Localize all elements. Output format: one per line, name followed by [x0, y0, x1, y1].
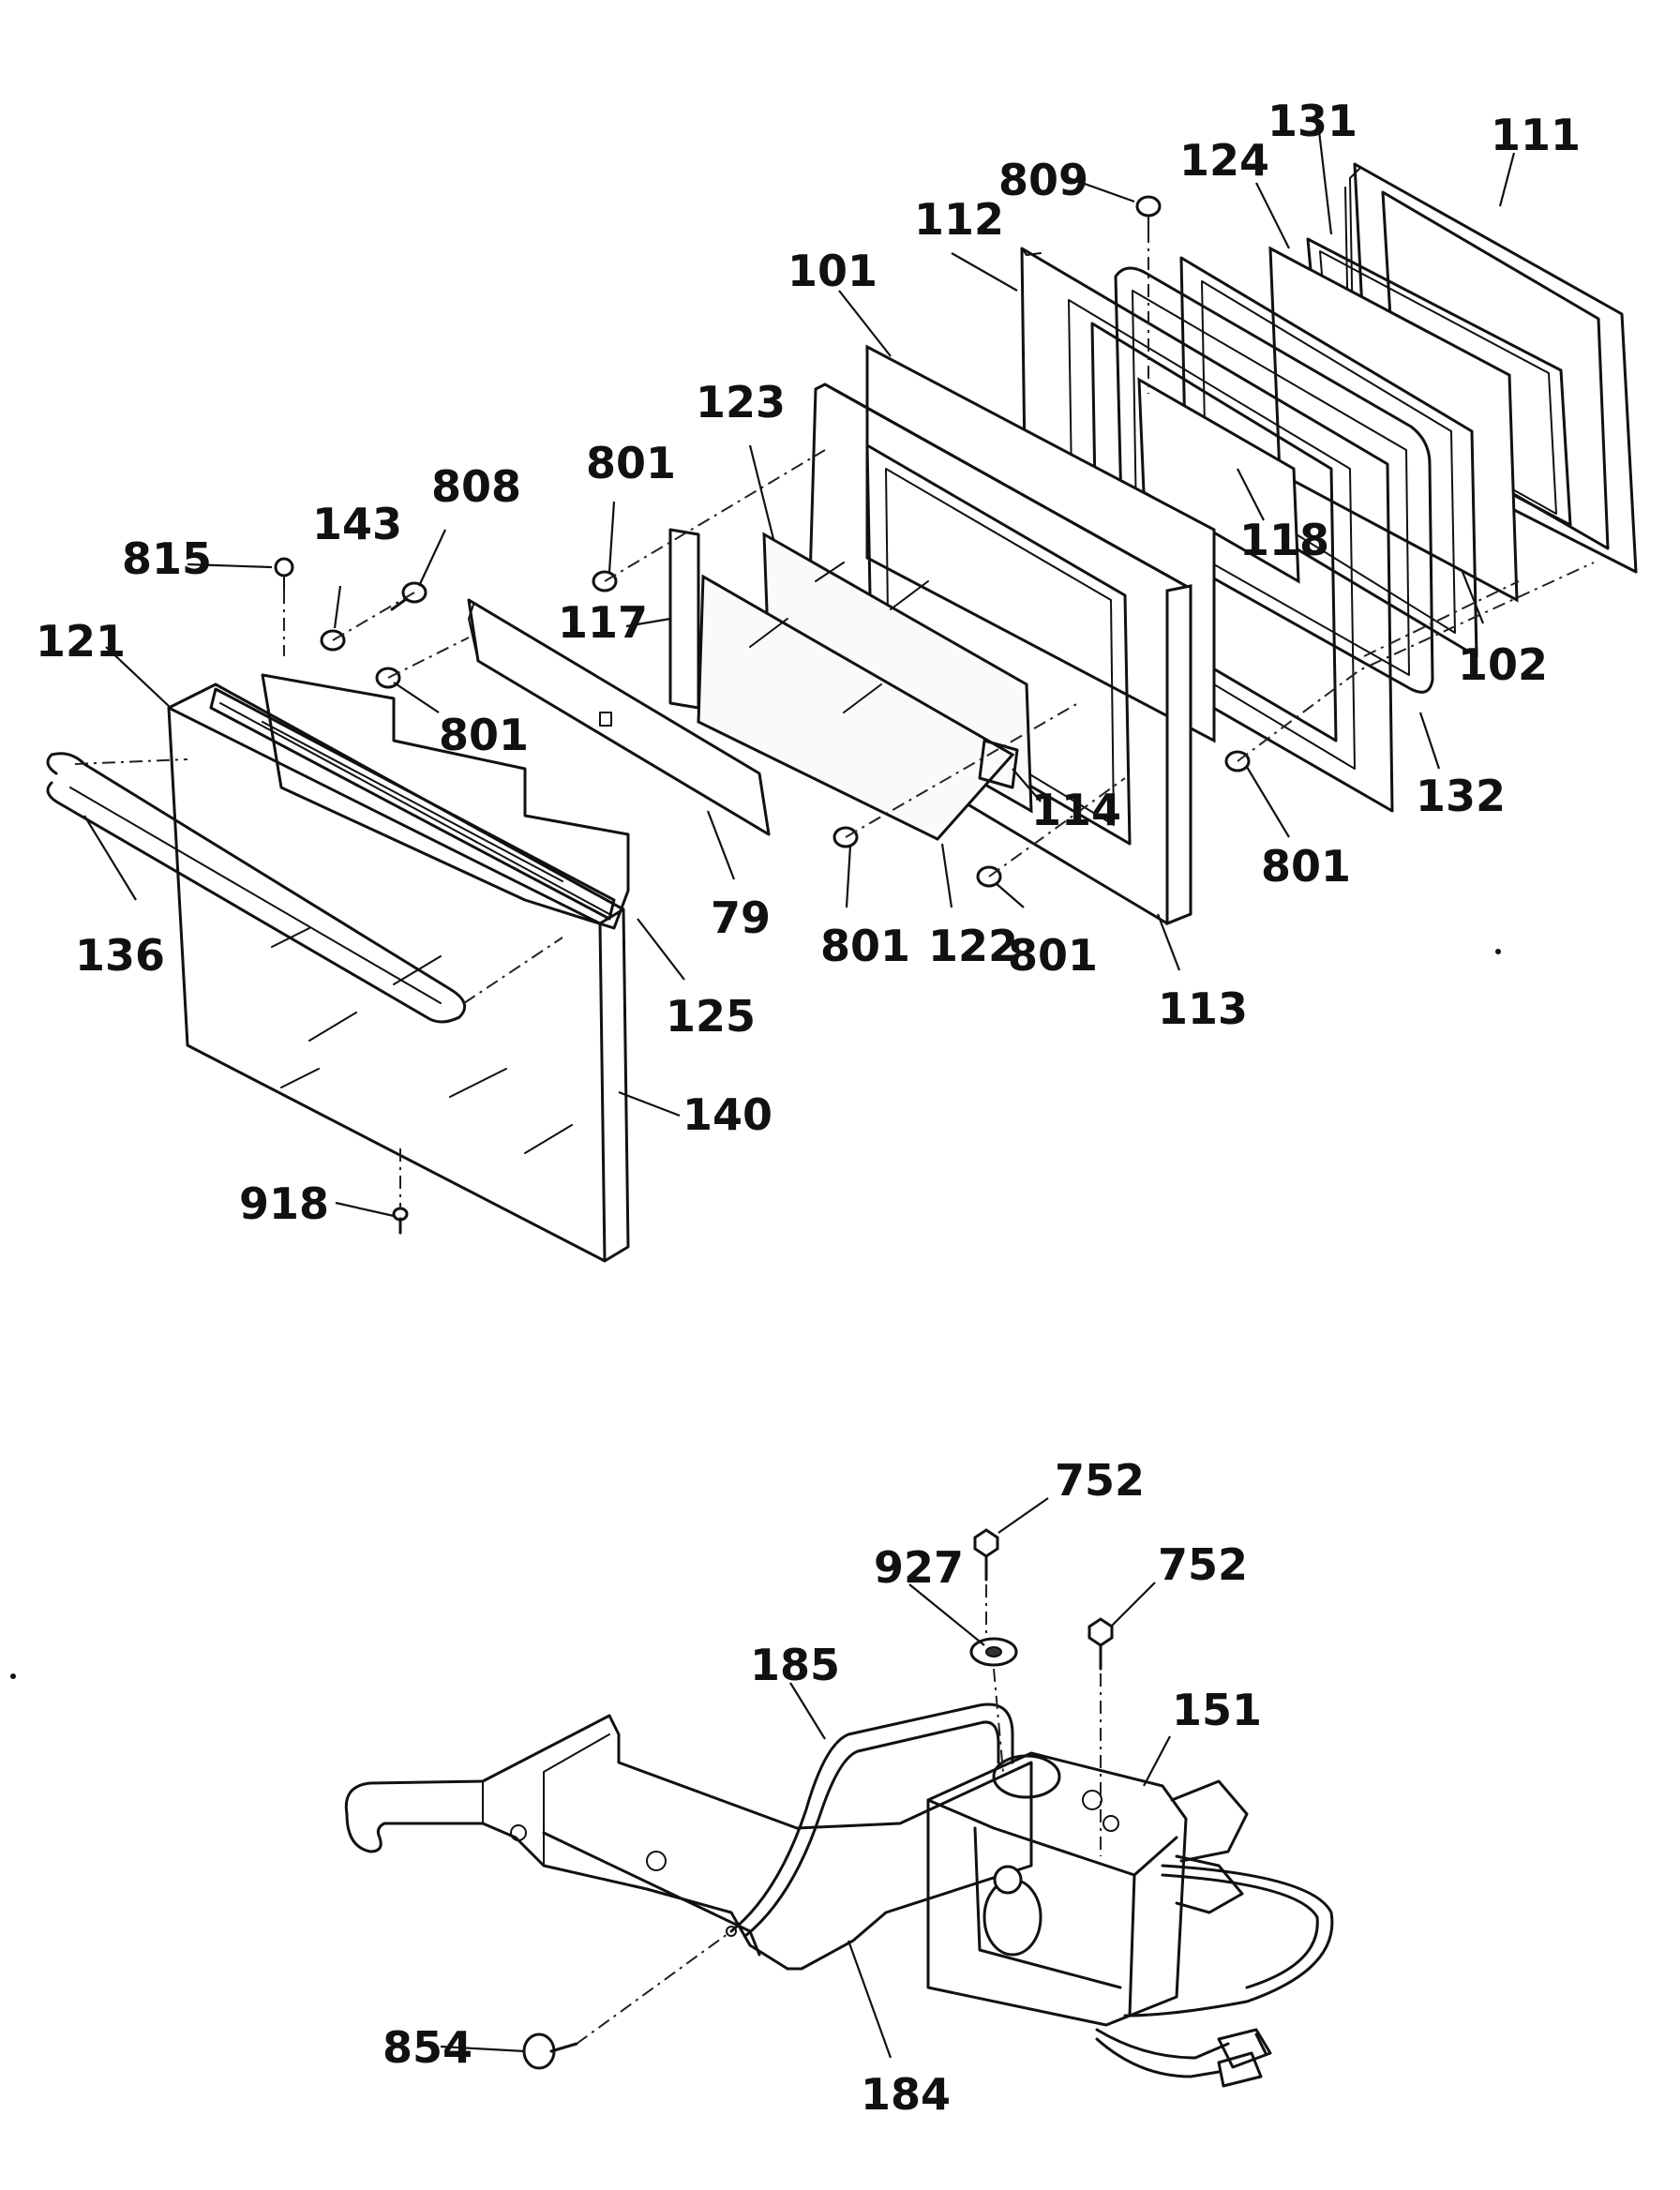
callout-815: 815 — [122, 533, 212, 584]
part-114-glass-retainer — [978, 739, 1019, 789]
speck-dot — [1495, 949, 1501, 954]
callout-124: 124 — [1179, 135, 1269, 186]
callout-117: 117 — [558, 597, 648, 648]
callout-140: 140 — [682, 1089, 772, 1140]
part-118-glass-panel — [1137, 377, 1300, 584]
callout-79: 79 — [711, 892, 771, 943]
callout-801-mid: 801 — [439, 710, 529, 760]
callout-112: 112 — [914, 194, 1004, 245]
part-125-insulation-blanket — [261, 673, 630, 930]
callout-132: 132 — [1416, 771, 1506, 821]
screw-815 — [274, 557, 294, 592]
screw-809 — [1135, 195, 1162, 231]
part-113-main-door-frame — [804, 382, 1192, 926]
callout-123: 123 — [696, 377, 786, 428]
callout-102: 102 — [1458, 639, 1548, 690]
part-136-door-handle — [46, 752, 467, 1024]
callout-121: 121 — [36, 616, 126, 667]
part-151-lock-motor-assembly — [926, 1751, 1249, 2027]
callout-801-top: 801 — [586, 438, 676, 488]
callout-752-right: 752 — [1158, 1539, 1248, 1590]
assembly-lines-upper — [74, 230, 1595, 1209]
screw-854 — [522, 2032, 578, 2070]
part-117-spacer-strip — [668, 528, 700, 710]
callout-809: 809 — [998, 155, 1088, 205]
part-122-inner-glass — [697, 574, 1015, 841]
callout-111: 111 — [1491, 110, 1581, 160]
washer-927 — [969, 1637, 1018, 1667]
part-185-lock-link — [729, 1702, 1014, 1938]
callout-918: 918 — [239, 1178, 329, 1229]
screw-752-top — [973, 1528, 999, 1582]
callout-143: 143 — [312, 499, 402, 549]
callout-854: 854 — [382, 2022, 472, 2073]
callout-101: 101 — [788, 246, 878, 296]
lock-wire-harness — [1095, 1864, 1334, 2088]
callout-801-right: 801 — [1261, 841, 1351, 892]
screw-918 — [392, 1207, 409, 1235]
callout-184: 184 — [861, 2069, 951, 2120]
callout-808: 808 — [431, 461, 521, 512]
callout-927: 927 — [874, 1542, 964, 1593]
callout-113: 113 — [1158, 983, 1248, 1034]
callout-185: 185 — [750, 1640, 840, 1690]
callout-125: 125 — [666, 991, 756, 1042]
callout-131: 131 — [1268, 96, 1358, 146]
assembly-lines-lower — [576, 1584, 1102, 2045]
callout-leaders — [83, 130, 1516, 2059]
part-140-outer-door-panel — [167, 682, 630, 1263]
callout-labels: 111 131 124 809 112 101 123 801 808 143 … — [36, 96, 1581, 2120]
callout-801-br: 801 — [1008, 930, 1098, 981]
callout-801-bl: 801 — [820, 921, 910, 971]
callout-136: 136 — [75, 930, 165, 981]
part-121-vent-trim — [209, 687, 616, 921]
screw-752-right — [1088, 1617, 1114, 1671]
speck-dot — [10, 1673, 16, 1679]
callout-118: 118 — [1239, 515, 1329, 565]
callout-752-top: 752 — [1055, 1455, 1145, 1506]
callout-114: 114 — [1031, 785, 1121, 835]
callout-122: 122 — [928, 921, 1018, 971]
part-79-channel-bracket — [467, 598, 771, 836]
callout-151: 151 — [1172, 1685, 1262, 1735]
